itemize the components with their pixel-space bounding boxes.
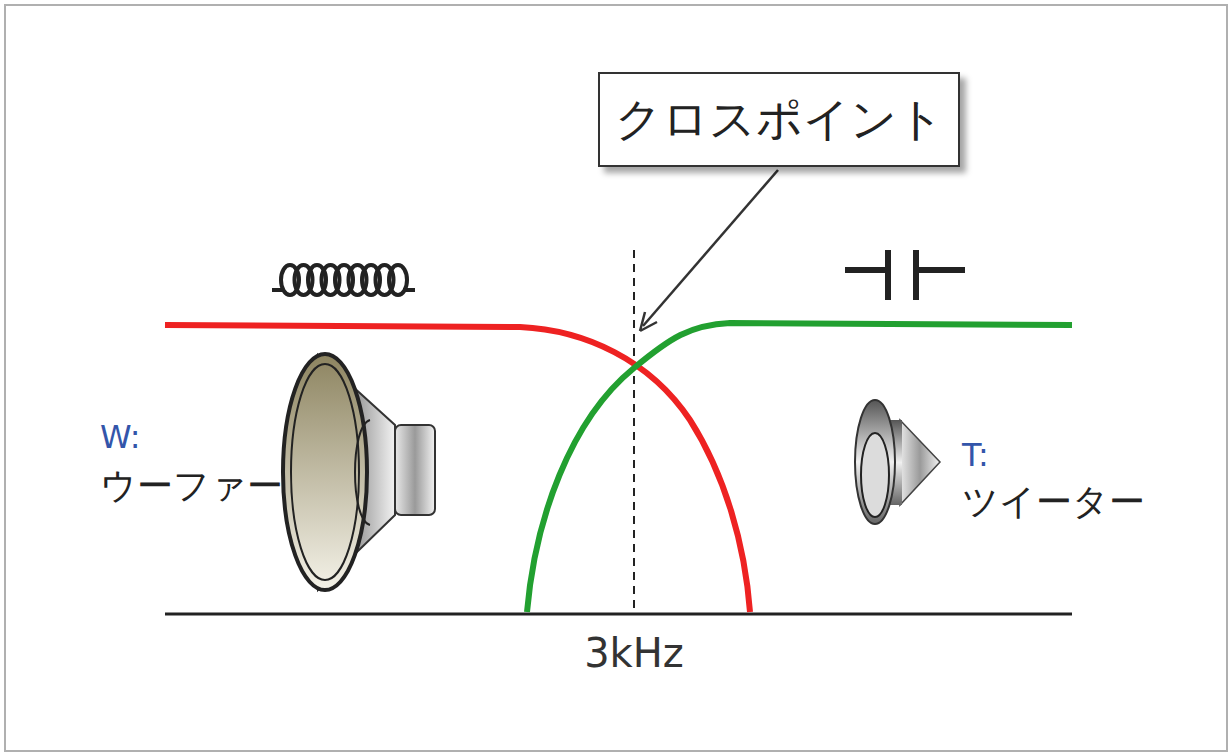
- callout-text: クロスポイント: [615, 89, 944, 151]
- crossover-line: [633, 250, 635, 612]
- woofer-icon: [283, 354, 435, 590]
- frequency-label: 3kHz: [584, 630, 684, 676]
- frame: [5, 5, 1227, 751]
- tweeter-tag: T:: [962, 436, 989, 474]
- woofer-tag: W:: [100, 418, 141, 456]
- leader-line: [643, 170, 778, 326]
- inductor-symbol: [272, 265, 415, 295]
- tweeter-label: ツイーター: [962, 478, 1145, 527]
- woofer-label: ウーファー: [100, 462, 283, 511]
- leader-arrowhead: [640, 312, 657, 331]
- capacitor-symbol: [845, 250, 965, 300]
- callout-box: クロスポイント: [598, 72, 960, 167]
- tweeter-response: [527, 323, 1072, 612]
- tweeter-icon: [855, 400, 940, 524]
- frequency-axis: [165, 613, 1072, 616]
